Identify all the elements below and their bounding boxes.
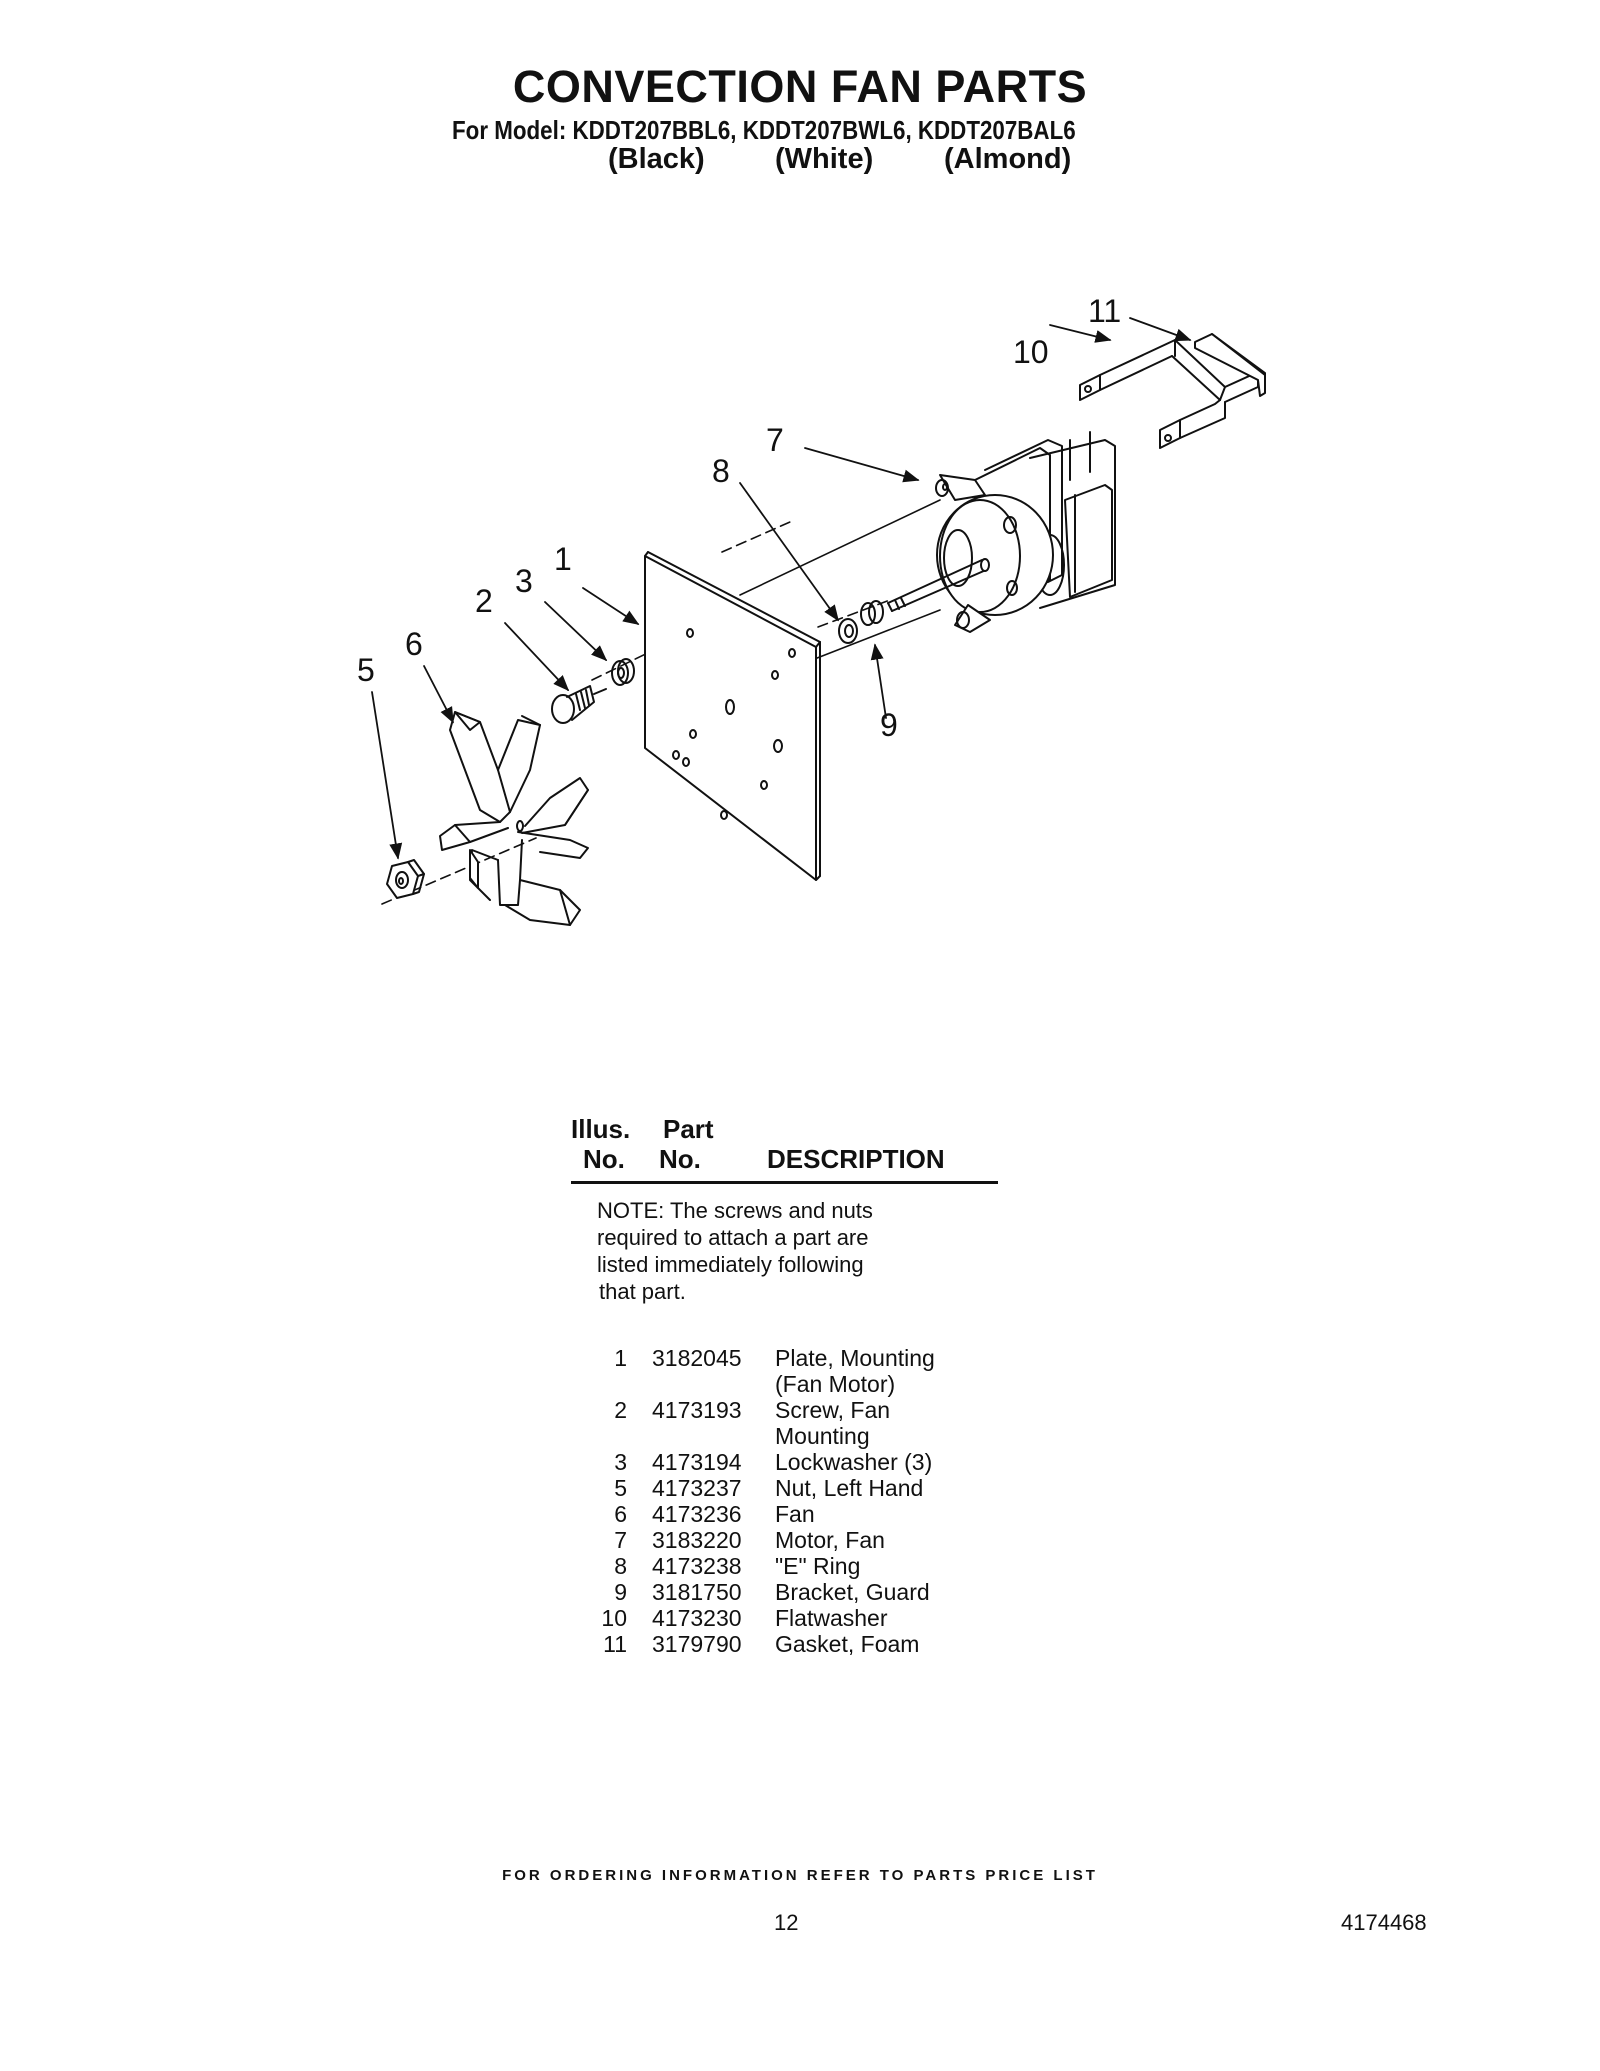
part-description: Lockwasher (3) [775,1449,933,1475]
illus-number: 7 [614,1527,627,1553]
callout-9: 10 [1013,334,1049,370]
model-list: For Model: KDDT207BBL6, KDDT207BWL6, KDD… [452,115,1076,145]
part-number: 3183220 [652,1527,742,1553]
color-almond-label: (Almond) [944,143,1072,175]
left-hand-nut-part [386,859,425,899]
note-line: NOTE: The screws and nuts [597,1198,873,1223]
illus-number: 1 [614,1345,627,1371]
color-black-label: (Black) [608,143,705,175]
callout-6: 6 [405,626,423,662]
illus-number: 5 [614,1475,627,1501]
callout-10: 9 [880,707,898,743]
part-number: 4173193 [652,1397,742,1423]
part-number: 4173238 [652,1553,742,1579]
illus-number: 9 [614,1579,627,1605]
document-number: 4174468 [1341,1910,1427,1935]
callout-3: 3 [515,563,533,599]
part-number: 4173237 [652,1475,742,1501]
header-illus-line1: Illus. [571,1114,631,1144]
callout-7: 7 [766,422,784,458]
part-description: Nut, Left Hand [775,1475,924,1501]
parts-note: NOTE: The screws and nuts required to at… [597,1197,937,1305]
mounting-plate-part [644,551,821,881]
part-description: Mounting [775,1423,870,1449]
part-description: Screw, Fan [775,1397,891,1423]
callout-5: 5 [357,652,375,688]
part-number: 3181750 [652,1579,742,1605]
part-description: Plate, Mounting [775,1345,935,1371]
part-number: 3182045 [652,1345,742,1371]
part-description: (Fan Motor) [775,1371,896,1397]
callout-11: 11 [1088,293,1121,329]
callout-1: 1 [554,541,572,577]
illus-number: 2 [614,1397,627,1423]
header-rule [571,1181,998,1184]
part-description: Gasket, Foam [775,1631,920,1657]
part-number: 3179790 [652,1631,742,1657]
note-line: listed immediately following [597,1252,864,1277]
note-line: required to attach a part are [597,1225,869,1250]
lockwasher-part [611,658,635,686]
part-description: Flatwasher [775,1605,888,1631]
fan-mounting-screw-part [551,685,607,724]
illus-number: 3 [614,1449,627,1475]
part-number: 4173194 [652,1449,742,1475]
flatwasher-part [838,618,858,644]
bracket-guard-part [1079,339,1259,449]
part-description: Fan [775,1501,815,1527]
illus-number: 6 [614,1501,627,1527]
part-number: 4173230 [652,1605,742,1631]
ordering-info: FOR ORDERING INFORMATION REFER TO PARTS … [502,1867,1098,1884]
exploded-parts-diagram: 11 10 7 8 1 3 2 6 5 9 [357,293,1266,926]
e-ring-part [860,600,884,626]
illus-number: 8 [614,1553,627,1579]
page-number: 12 [774,1910,799,1935]
fan-motor-part [887,431,1116,633]
header-part-line2: No. [659,1144,701,1174]
header-description: DESCRIPTION [767,1144,945,1174]
illus-number: 11 [603,1631,627,1657]
note-line: that part. [599,1279,686,1304]
callout-2: 2 [475,583,493,619]
part-description: "E" Ring [775,1553,861,1579]
page-title: CONVECTION FAN PARTS [512,61,1088,112]
foam-gasket-part [1194,333,1266,397]
fan-part [439,711,589,926]
header-part-line1: Part [663,1114,714,1144]
header-illus-line2: No. [583,1144,625,1174]
part-number: 4173236 [652,1501,742,1527]
part-description: Motor, Fan [775,1527,885,1553]
illus-number: 10 [601,1605,627,1631]
color-white-label: (White) [775,143,874,175]
callout-8: 8 [712,453,730,489]
part-description: Bracket, Guard [775,1579,930,1605]
